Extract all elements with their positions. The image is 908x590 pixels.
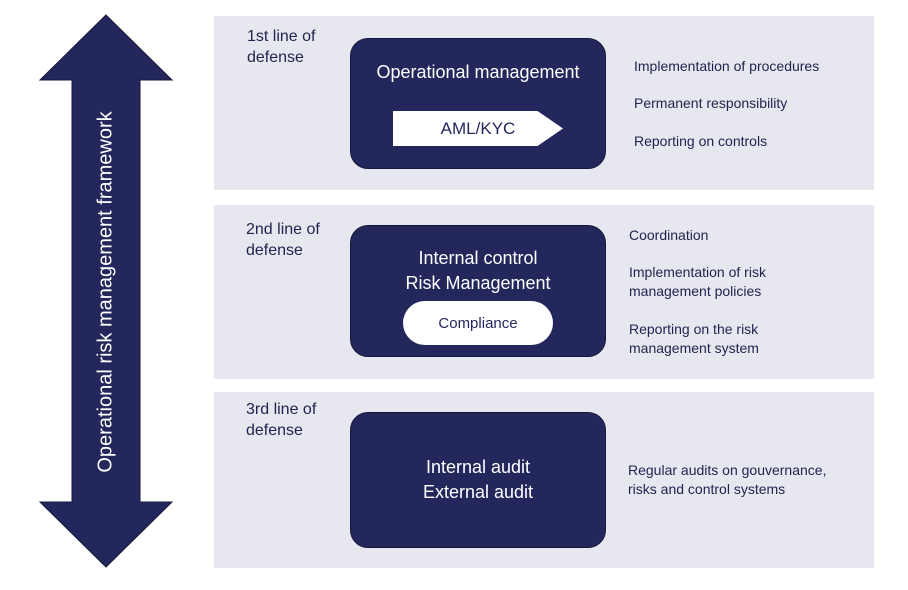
third-line-label: 3rd line of defense [246,401,317,439]
bullet-item: Permanent responsibility [634,95,788,111]
internal-control-title: Internal control Risk Management [405,248,551,293]
bullet-item: Regular audits on gouvernance, risks and… [628,462,827,497]
compliance-pill: Compliance [403,301,553,345]
bullet-item: Reporting on the risk management system [629,321,759,356]
bullet-item: Reporting on controls [634,133,768,149]
bullet-item: Implementation of risk management polici… [629,264,766,299]
third-line-bullets: Regular audits on gouvernance, risks and… [628,461,826,499]
bullet-item: Implementation of procedures [634,58,820,74]
framework-label: Operational risk management framework [94,111,117,473]
audit-title: Internal audit External audit [422,457,534,502]
audit-box: Internal audit External audit [350,412,606,548]
operational-management-box: Operational management [350,38,606,169]
bullet-item: Coordination [629,227,709,243]
double-arrow-shape [38,14,174,568]
first-line-label: 1st line of defense [247,28,316,66]
second-line-label: 2nd line of defense [246,221,320,259]
aml-kyc-tag: AML/KYC [393,111,563,146]
operational-management-title: Operational management [376,62,580,82]
